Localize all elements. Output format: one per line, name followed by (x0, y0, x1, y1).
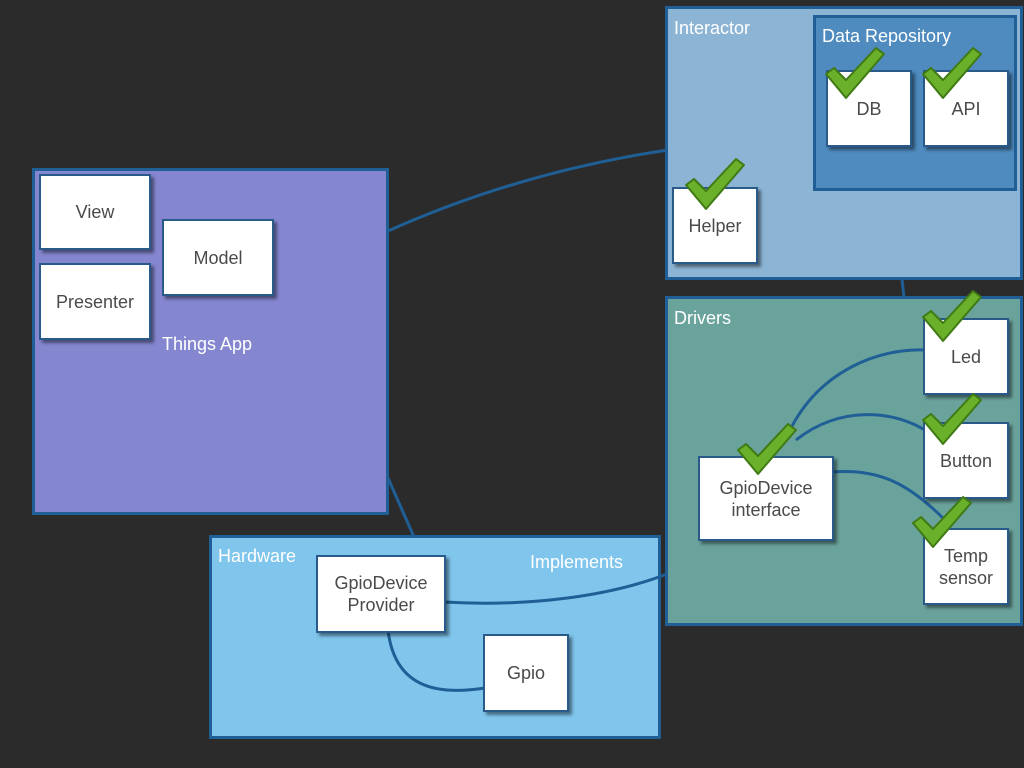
db-check-icon (825, 47, 885, 99)
helper-check-icon (685, 158, 745, 210)
app-hardware-connector (386, 477, 416, 538)
interface-temp-connector (831, 469, 947, 522)
hardware-label: Hardware (218, 546, 297, 566)
presenter-box[interactable]: Presenter (39, 263, 151, 340)
model-box[interactable]: Model (162, 219, 274, 296)
data-repository-label: Data Repository (822, 26, 952, 46)
interactor-label: Interactor (674, 18, 751, 38)
led-check-icon (922, 290, 982, 342)
things-app-label: Things App (162, 334, 253, 354)
gpio-box[interactable]: Gpio (483, 634, 569, 712)
implements-label: Implements (530, 552, 624, 572)
interface-led-connector (788, 348, 926, 431)
temp-sensor-check-icon (912, 496, 972, 548)
api-check-icon (922, 47, 982, 99)
interface-button-connector (795, 413, 929, 442)
gpio-device-provider-box[interactable]: GpioDevice Provider (316, 555, 446, 633)
button-box[interactable]: Button (923, 422, 1009, 499)
interactor-drivers-connector (900, 278, 906, 299)
button-check-icon (922, 393, 982, 445)
gpio-device-interface-box[interactable]: GpioDevice interface (698, 456, 834, 541)
gpio-interface-check-icon (737, 423, 797, 475)
view-box[interactable]: View (39, 174, 151, 250)
app-interactor-connector (387, 148, 669, 233)
provider-gpio-connector (386, 629, 486, 692)
drivers-label: Drivers (674, 308, 731, 328)
provider-implements-connector (443, 572, 668, 605)
